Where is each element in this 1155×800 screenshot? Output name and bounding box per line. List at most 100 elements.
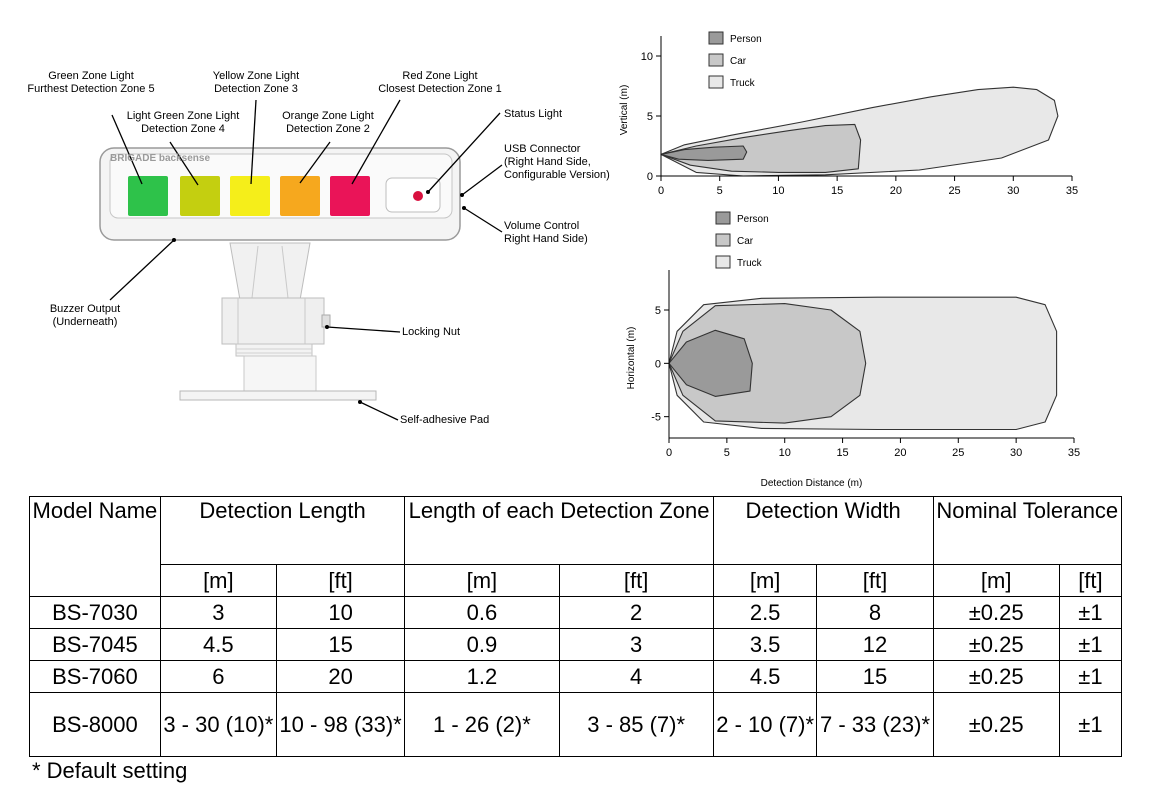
table-cell: 10 [275, 596, 406, 629]
legend-swatch-car [708, 53, 724, 67]
table-cell: BS-7030 [29, 596, 161, 629]
table-cell: BS-8000 [29, 692, 161, 757]
legend-label-person: Person [737, 214, 769, 225]
legend-swatch-person [708, 31, 724, 45]
unit-header: [ft] [1058, 564, 1123, 597]
status-light-label: Status Light [504, 108, 563, 120]
table-cell: 2 - 10 (7)* [712, 692, 818, 757]
table-cell: ±1 [1058, 596, 1123, 629]
x-tick-label: 10 [772, 185, 784, 197]
specs-table: Model Name Detection Length Length of ea… [29, 496, 1123, 757]
table-cell: 3 - 85 (7)* [558, 692, 714, 757]
x-tick-label: 15 [836, 447, 848, 459]
table-cell: 8 [816, 596, 934, 629]
table-cell: ±0.25 [932, 660, 1060, 693]
y-tick-label: 5 [647, 111, 653, 123]
table-cell: 1 - 26 (2)* [404, 692, 560, 757]
series-person-area [668, 329, 753, 397]
y-tick-label: 0 [647, 171, 653, 183]
callout-dots [172, 190, 466, 404]
unit-header: [m] [159, 564, 277, 597]
x-tick-label: 30 [1010, 447, 1022, 459]
table-cell: 3.5 [712, 628, 818, 661]
table-cell: 2.5 [712, 596, 818, 629]
table-cell: BS-7060 [29, 660, 161, 693]
header-detection-width: Detection Width [712, 496, 934, 565]
table-cell: 0.6 [404, 596, 560, 629]
table-cell: ±1 [1058, 692, 1123, 757]
yellow-zone-light [230, 176, 270, 216]
y-tick-label: 0 [655, 358, 661, 370]
legend-swatch-person [715, 211, 731, 225]
callouts [109, 99, 503, 421]
green-zone-light [128, 176, 168, 216]
legend-swatch-car [715, 233, 731, 247]
x-tick-label: 0 [658, 185, 664, 197]
bracket-line [281, 245, 289, 299]
table-cell: 4.5 [712, 660, 818, 693]
y-tick-label: 10 [641, 51, 653, 63]
header-nominal-tolerance: Nominal Tolerance [932, 496, 1123, 565]
x-tick-label: 25 [948, 185, 960, 197]
unit-header: [m] [712, 564, 818, 597]
light-green-zone-light [180, 176, 220, 216]
buzzer-output-label: Buzzer Output(Underneath) [49, 303, 121, 328]
orange-zone-light [280, 176, 320, 216]
usb-connector-label: USB Connector(Right Hand Side,Configurab… [504, 143, 610, 181]
table-cell: 7 - 33 (23)* [816, 692, 934, 757]
table-cell: ±1 [1058, 628, 1123, 661]
table-cell: 3 [159, 596, 277, 629]
adhesive-pad [179, 390, 377, 401]
y-axis-label: Horizontal (m) [626, 327, 637, 390]
y-tick-label: 5 [655, 305, 661, 317]
table-cell: 3 - 30 (10)* [159, 692, 277, 757]
table-cell: 0.9 [404, 628, 560, 661]
x-tick-label: 5 [724, 447, 730, 459]
unit-header: [m] [932, 564, 1060, 597]
legend-label-person: Person [730, 34, 762, 45]
status-module [385, 177, 441, 213]
red-zone-light [330, 176, 370, 216]
legend-label-truck: Truck [730, 78, 756, 89]
table-cell: 4 [558, 660, 714, 693]
unit-header: [ft] [558, 564, 714, 597]
y-axis-label: Vertical (m) [619, 85, 630, 136]
x-tick-label: 20 [894, 447, 906, 459]
x-tick-label: 30 [1007, 185, 1019, 197]
x-axis-label: Detection Distance (m) [761, 478, 863, 489]
legend-swatch-truck [715, 255, 731, 269]
y-tick-label: -5 [651, 412, 661, 424]
locking-nut-label: Locking Nut [402, 326, 461, 338]
status-light [413, 191, 423, 201]
table-cell: 2 [558, 596, 714, 629]
table-cell: 15 [275, 628, 406, 661]
brand-text: BRIGADE backsense [110, 153, 211, 164]
header-detection-length: Detection Length [159, 496, 406, 565]
locking-nut [221, 297, 325, 345]
table-cell: 15 [816, 660, 934, 693]
bracket-line [251, 245, 259, 299]
x-tick-label: 5 [717, 185, 723, 197]
legend-label-truck: Truck [737, 258, 763, 269]
table-cell: 4.5 [159, 628, 277, 661]
table-cell: ±0.25 [932, 596, 1060, 629]
unit-header: [ft] [816, 564, 934, 597]
unit-header: [m] [404, 564, 560, 597]
table-cell: BS-7045 [29, 628, 161, 661]
legend-label-car: Car [730, 56, 747, 67]
table-cell: ±0.25 [932, 692, 1060, 757]
header-zone-length: Length of each Detection Zone [404, 496, 714, 565]
x-tick-label: 35 [1068, 447, 1080, 459]
